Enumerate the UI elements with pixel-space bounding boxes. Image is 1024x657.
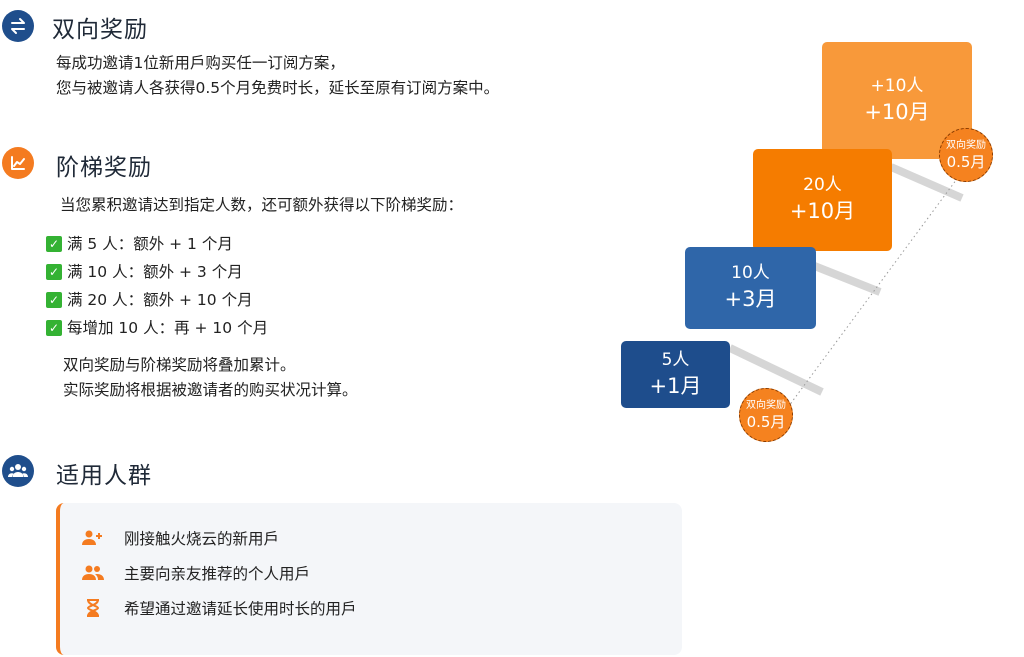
audience-card: 刚接触火烧云的新用戶 主要向亲友推荐的个人用戶 希望通过邀请延长使用时长的用戶 <box>56 503 682 655</box>
bidirectional-bubble-top: 双向奖励 0.5月 <box>939 128 993 182</box>
bubble-label: 双向奖励 <box>946 140 986 151</box>
step-months: +10月 <box>864 99 930 124</box>
check-icon: ✓ <box>46 320 62 336</box>
audience-item-text: 希望通过邀请延长使用时长的用戶 <box>124 600 357 618</box>
bubble-value: 0.5月 <box>946 153 986 171</box>
tiered-note: 双向奖励与阶梯奖励将叠加累计。 实际奖励将根据被邀请者的购买状况计算。 <box>63 353 358 403</box>
step-people: 5人 <box>661 349 690 370</box>
tiered-note-1: 双向奖励与阶梯奖励将叠加累计。 <box>63 356 296 374</box>
audience-item: 刚接触火烧云的新用戶 <box>82 527 279 549</box>
bidirectional-bubble-bottom: 双向奖励 0.5月 <box>739 388 793 442</box>
users-icon <box>2 455 34 487</box>
ladder-shadow <box>889 163 964 202</box>
step-people: +10人 <box>870 75 924 96</box>
section-title-audience: 适用人群 <box>56 463 152 489</box>
swap-arrows-icon <box>2 10 34 42</box>
section-title-tiered: 阶梯奖励 <box>56 155 152 181</box>
audience-item: 希望通过邀请延长使用时长的用戶 <box>82 597 357 619</box>
tier-text: 满 10 人：额外 + 3 个月 <box>67 263 243 281</box>
reward-step-2: 10人 +3月 <box>685 247 816 329</box>
reward-step-1: 5人 +1月 <box>621 341 730 408</box>
check-icon: ✓ <box>46 264 62 280</box>
step-people: 20人 <box>803 175 842 195</box>
ladder-shadow <box>728 344 824 396</box>
line-chart-icon <box>2 147 34 179</box>
step-months: +10月 <box>789 199 856 223</box>
tier-item: ✓ 每增加 10 人：再 + 10 个月 <box>46 314 268 342</box>
tier-text: 每增加 10 人：再 + 10 个月 <box>67 319 269 337</box>
tier-text: 满 5 人：额外 + 1 个月 <box>67 235 233 253</box>
bidirectional-line-1: 每成功邀请1位新用戶购买任一订阅方案， <box>56 54 345 72</box>
tier-item: ✓ 满 5 人：额外 + 1 个月 <box>46 230 268 258</box>
users-icon <box>82 564 104 582</box>
hourglass-icon <box>82 599 104 617</box>
tier-item: ✓ 满 20 人：额外 + 10 个月 <box>46 286 268 314</box>
check-icon: ✓ <box>46 292 62 308</box>
tiered-intro: 当您累积邀请达到指定人数，还可额外获得以下阶梯奖励： <box>60 196 464 214</box>
bidirectional-description: 每成功邀请1位新用戶购买任一订阅方案， 您与被邀请人各获得0.5个月免费时长，延… <box>56 51 499 101</box>
tier-text: 满 20 人：额外 + 10 个月 <box>67 291 253 309</box>
step-people: 10人 <box>731 263 770 283</box>
step-months: +1月 <box>649 373 702 398</box>
bidirectional-line-2: 您与被邀请人各获得0.5个月免费时长，延长至原有订阅方案中。 <box>56 79 500 97</box>
tier-list: ✓ 满 5 人：额外 + 1 个月 ✓ 满 10 人：额外 + 3 个月 ✓ 满 20… <box>46 230 268 342</box>
section-title-bidirectional: 双向奖励 <box>52 17 148 43</box>
audience-item-text: 刚接触火烧云的新用戶 <box>124 530 280 548</box>
ladder-shadow <box>810 261 882 296</box>
bubble-value: 0.5月 <box>746 413 786 431</box>
audience-item-text: 主要向亲友推荐的个人用戶 <box>124 565 311 583</box>
bubble-label: 双向奖励 <box>746 400 786 411</box>
tier-item: ✓ 满 10 人：额外 + 3 个月 <box>46 258 268 286</box>
audience-item: 主要向亲友推荐的个人用戶 <box>82 562 310 584</box>
step-months: +3月 <box>724 287 777 311</box>
user-plus-icon <box>82 529 104 547</box>
reward-step-3: 20人 +10月 <box>753 149 892 251</box>
check-icon: ✓ <box>46 236 62 252</box>
tiered-note-2: 实际奖励将根据被邀请者的购买状况计算。 <box>63 381 358 399</box>
